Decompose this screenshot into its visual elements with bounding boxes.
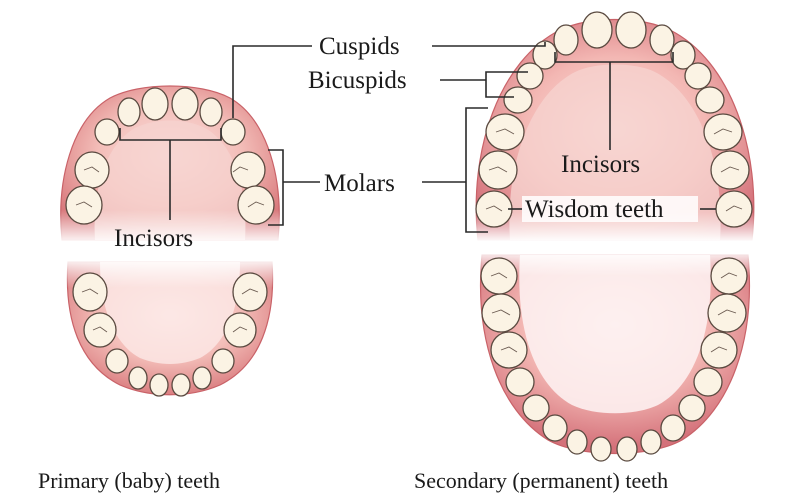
primary-lower-molar-tooth [223, 312, 257, 348]
incisors-label-secondary: Incisors [561, 151, 640, 178]
primary-lower-molar-tooth [83, 312, 117, 348]
secondary-upper-molar-tooth [703, 113, 743, 151]
secondary-lower-arch [474, 250, 756, 462]
secondary-upper-molar-tooth [485, 113, 525, 151]
molars-label: Molars [324, 170, 395, 197]
secondary-lower-cuspid-tooth [660, 414, 686, 442]
secondary-upper-bicuspid-tooth [516, 62, 544, 90]
secondary-upper-incisor-tooth [553, 24, 579, 56]
secondary-lower-molar-tooth [700, 331, 738, 369]
secondary-upper-wisdom-tooth [475, 190, 513, 228]
incisors-label-primary: Incisors [114, 225, 193, 252]
secondary-upper-incisor-tooth [649, 24, 675, 56]
secondary-upper-cuspid-tooth [532, 40, 558, 70]
secondary-upper-wisdom-tooth [715, 190, 753, 228]
primary-upper-incisor-tooth [117, 97, 141, 127]
leader-lines [119, 42, 716, 233]
secondary-lower-molar-tooth [490, 331, 528, 369]
primary-lower-cuspid-tooth [211, 348, 235, 374]
primary-upper-cuspid-tooth [220, 118, 246, 146]
secondary-lower-palate [519, 255, 711, 414]
primary-upper-incisor-tooth [171, 87, 199, 121]
secondary-lower-bicuspid-tooth [505, 367, 535, 397]
secondary-upper-incisor-tooth [581, 11, 613, 49]
primary-caption: Primary (baby) teeth [38, 468, 220, 493]
primary-lower-incisor-tooth [192, 366, 212, 390]
secondary-lower-wisdom-tooth [480, 257, 518, 295]
wisdom-teeth-label: Wisdom teeth [525, 196, 664, 223]
secondary-lower-molar-tooth [481, 293, 521, 333]
primary-upper-cuspid-tooth [94, 118, 120, 146]
secondary-lower-bicuspid-tooth [693, 367, 723, 397]
bicuspids-bracket [485, 71, 528, 98]
secondary-upper-arch [470, 11, 760, 242]
secondary-lower-bicuspid-tooth [678, 394, 706, 422]
molars-bracket-secondary [465, 107, 488, 233]
secondary-upper-bicuspid-tooth [695, 86, 725, 114]
incisors-bracket-secondary [554, 52, 674, 63]
secondary-lower-incisor-tooth [566, 429, 588, 455]
bicuspids-label: Bicuspids [308, 67, 407, 94]
secondary-lower-incisor-tooth [616, 436, 638, 462]
secondary-lower-molar-tooth [707, 293, 747, 333]
secondary-lower-cuspid-tooth [542, 414, 568, 442]
molars-bracket-primary [268, 149, 284, 226]
cuspids-label: Cuspids [319, 33, 400, 60]
primary-lower-arch [60, 258, 280, 397]
primary-upper-incisor-tooth [199, 97, 223, 127]
secondary-lower-incisor-tooth [640, 429, 662, 455]
cuspids-leader-secondary [432, 42, 546, 47]
secondary-upper-molar-tooth [710, 150, 750, 190]
secondary-upper-molar-tooth [478, 150, 518, 190]
primary-lower-molar-tooth [232, 272, 268, 312]
secondary-lower-incisor-tooth [590, 436, 612, 462]
secondary-upper-incisor-tooth [615, 11, 647, 49]
cuspids-leader-primary [232, 45, 312, 118]
primary-lower-incisor-tooth [128, 366, 148, 390]
secondary-lower-fade [474, 250, 756, 276]
secondary-lower-wisdom-tooth [710, 257, 748, 295]
secondary-caption: Secondary (permanent) teeth [414, 468, 668, 493]
primary-lower-cuspid-tooth [105, 348, 129, 374]
secondary-lower-bicuspid-tooth [522, 394, 550, 422]
primary-lower-incisor-tooth [171, 373, 191, 397]
secondary-upper-bicuspid-tooth [684, 62, 712, 90]
primary-lower-incisor-tooth [149, 373, 169, 397]
secondary-upper-cuspid-tooth [670, 40, 696, 70]
primary-lower-molar-tooth [72, 272, 108, 312]
secondary-upper-bicuspid-tooth [503, 86, 533, 114]
primary-upper-molar-tooth [237, 185, 275, 225]
primary-upper-molar-tooth [74, 151, 110, 189]
primary-upper-molar-tooth [65, 185, 103, 225]
primary-upper-incisor-tooth [141, 87, 169, 121]
